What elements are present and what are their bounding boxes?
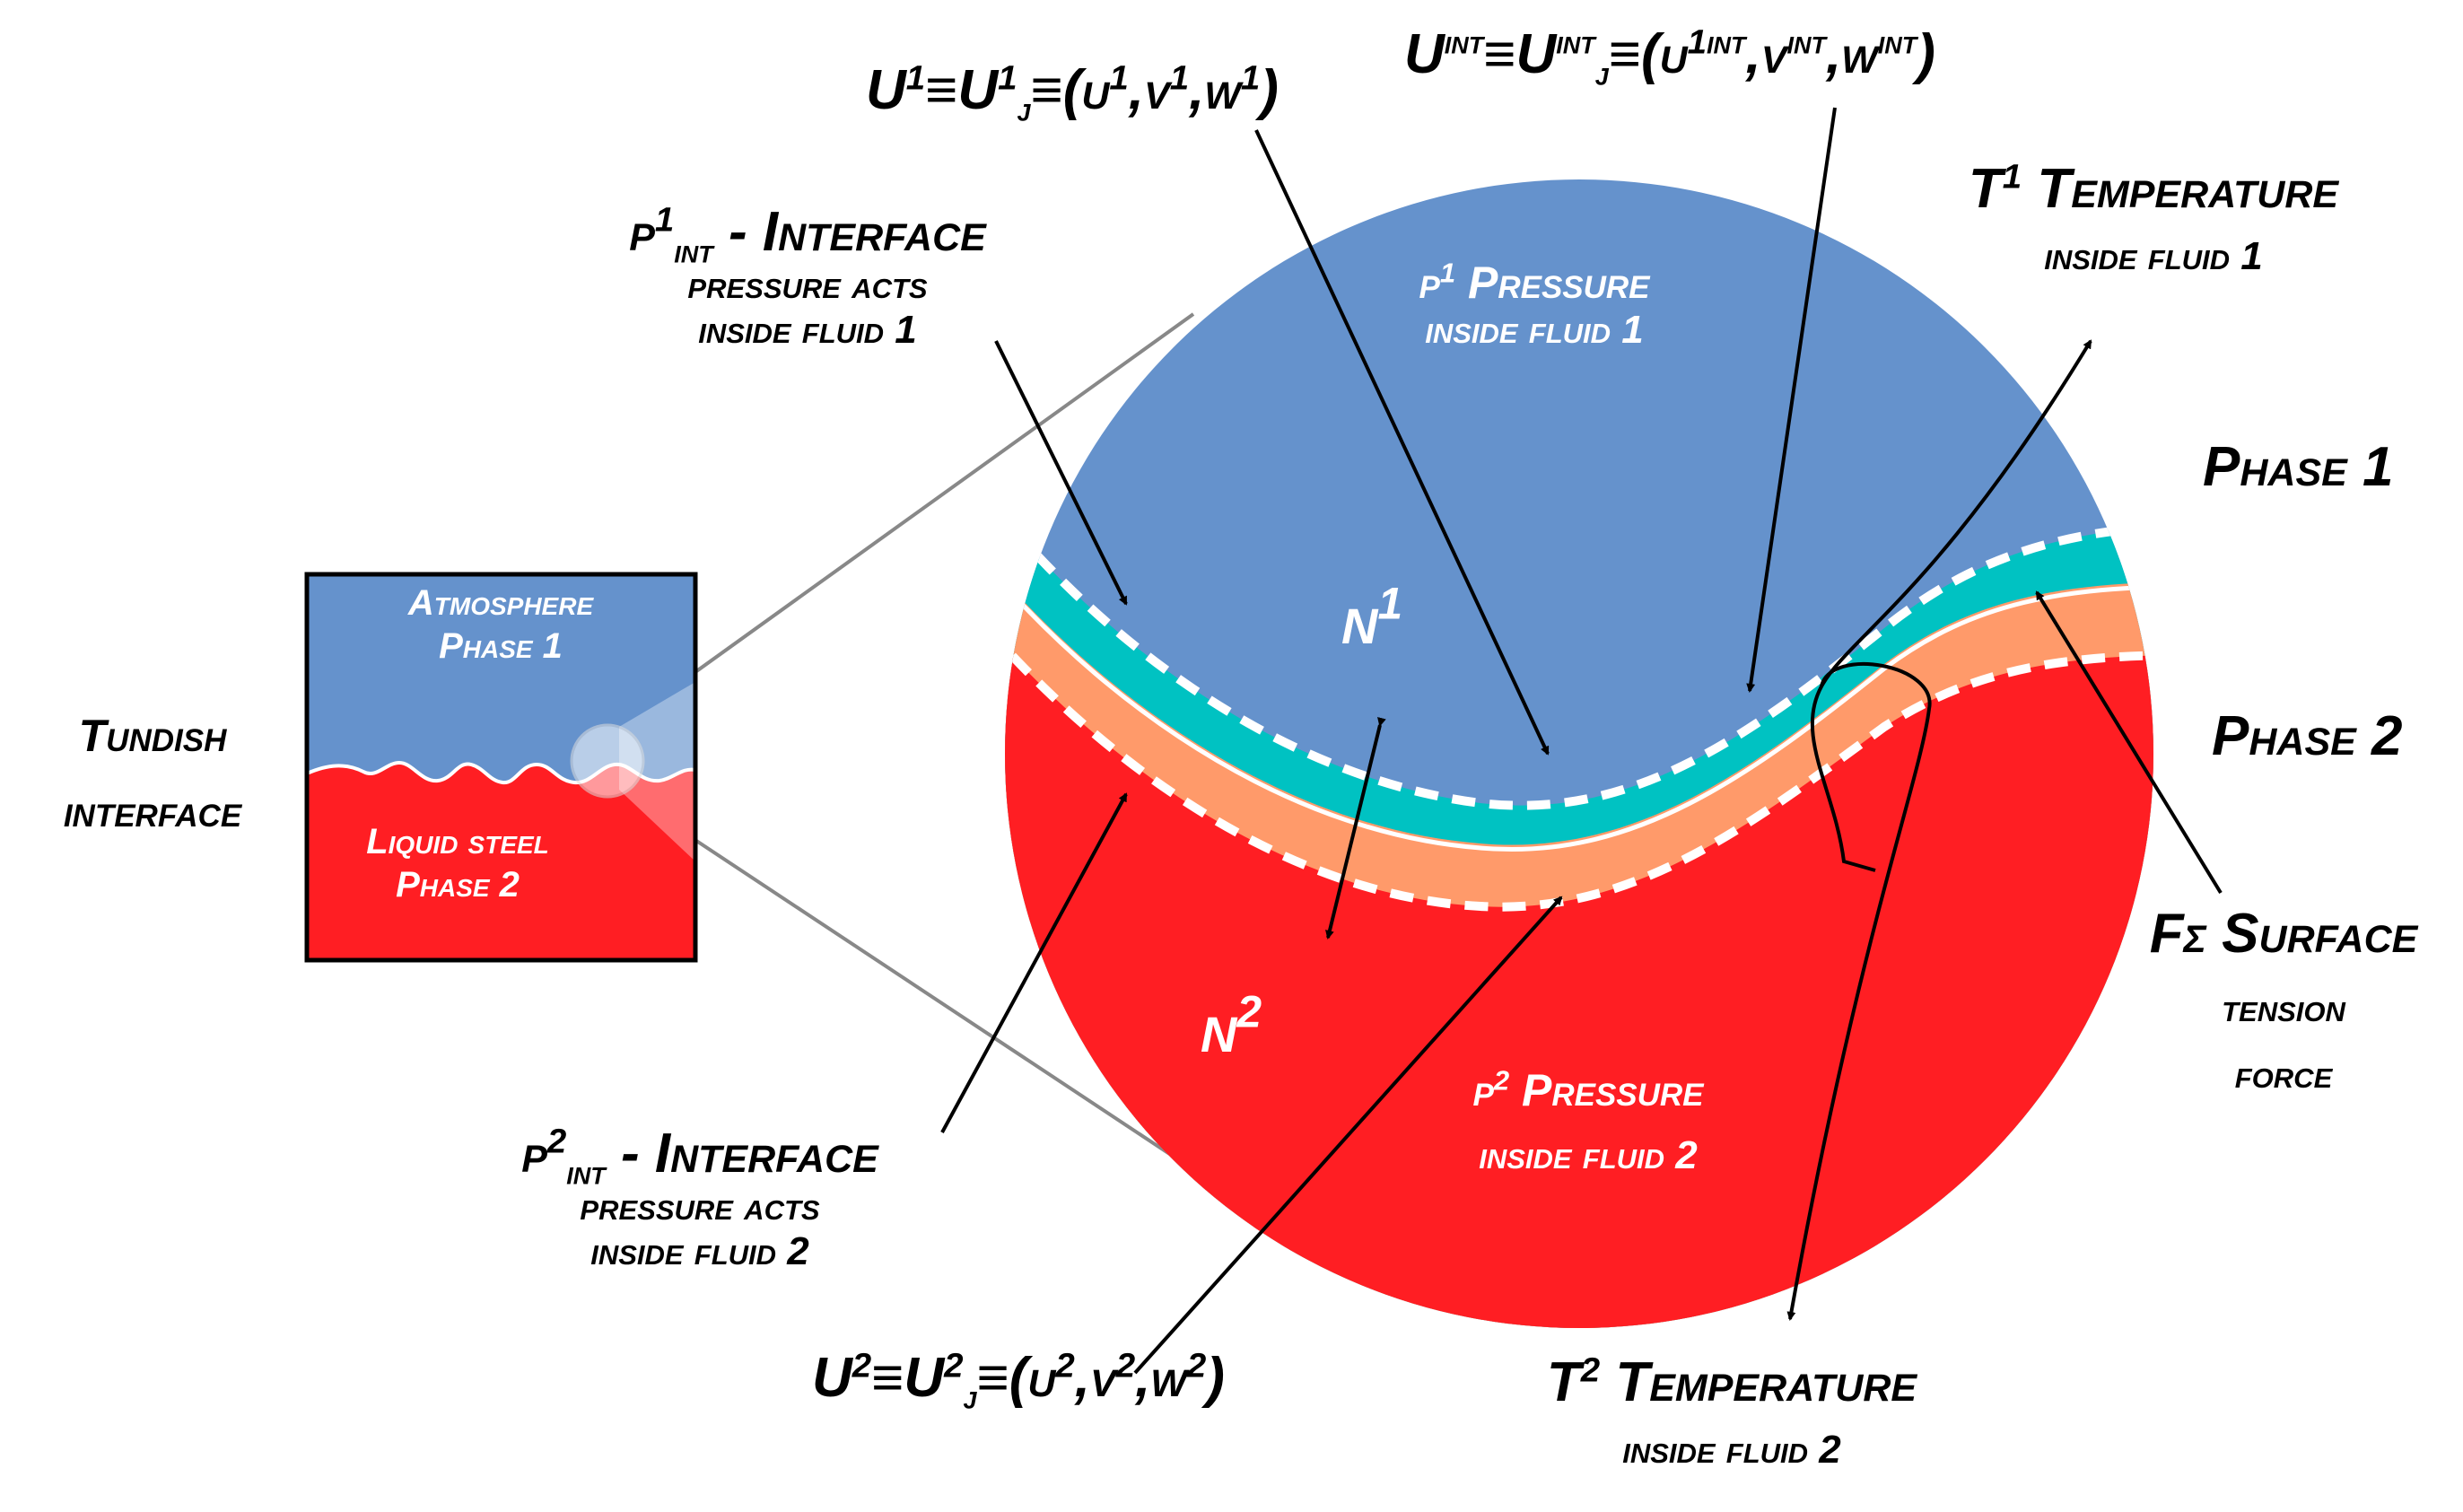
sharp-interface bbox=[1005, 564, 2153, 852]
inset-title: Tundish interface bbox=[18, 713, 287, 834]
p2-pressure-label: p2 Pressure inside fluid 2 bbox=[1472, 1064, 1704, 1177]
zoom-line-bottom bbox=[617, 788, 1231, 1195]
arrow-u1 bbox=[1254, 129, 1550, 756]
arrow-p2int bbox=[940, 792, 1128, 1133]
t2-label: T2 Temperature inside fluid 2 bbox=[1546, 1350, 1917, 1472]
phase1-label: Phase 1 bbox=[2203, 436, 2394, 498]
inset-top-line1: Atmosphere bbox=[407, 583, 594, 623]
u2-label: U2≡U2j≡(u2,v2,w2) bbox=[812, 1346, 1225, 1417]
inset-top-label: Atmosphere Phase 1 bbox=[330, 585, 671, 664]
p1int-label: p1int - Interface pressure acts inside f… bbox=[629, 200, 986, 352]
zoom-circle bbox=[1005, 179, 2153, 1328]
zoom-line-top bbox=[617, 312, 1195, 729]
arrow-thickness bbox=[1325, 717, 1386, 940]
u1-label: U1≡U1j≡(u1,v1,w1) bbox=[866, 58, 1279, 129]
arrow-t2 bbox=[1786, 661, 1932, 1321]
arrow-uint bbox=[1746, 107, 1837, 693]
n1-label: n1 bbox=[1341, 578, 1403, 659]
fsigma-label: Fσ Surface tension force bbox=[2149, 903, 2418, 1097]
arrow-p1int bbox=[994, 340, 1128, 606]
tundish-inset bbox=[304, 572, 698, 963]
zoom-marker bbox=[570, 723, 645, 799]
arrow-fsigma bbox=[2035, 590, 2223, 895]
p2int-label: p2int - Interface pressure acts inside f… bbox=[521, 1122, 878, 1273]
n2-label: n2 bbox=[1201, 986, 1262, 1067]
phase2-label: Phase 2 bbox=[2212, 705, 2403, 767]
inset-bottom-line2: Phase 2 bbox=[396, 865, 520, 905]
inset-top-line2: Phase 1 bbox=[439, 626, 563, 666]
t1-label: T1 Temperature inside fluid 1 bbox=[1968, 157, 2339, 278]
uint-label: Uint≡Uintj≡(u1int,vint,wint) bbox=[1404, 22, 1935, 93]
inset-frame bbox=[304, 572, 698, 963]
interface-boundary-2 bbox=[1005, 625, 2153, 912]
interface-boundary-1 bbox=[1005, 494, 2153, 810]
phase2-region bbox=[1005, 628, 2153, 1328]
arrow-u2 bbox=[1133, 896, 1563, 1375]
p1-pressure-label: p1 Pressure inside fluid 1 bbox=[1419, 257, 1650, 352]
inset-bottom-label: Liquid steel Phase 2 bbox=[287, 824, 628, 903]
inset-bottom-line1: Liquid steel bbox=[366, 822, 549, 861]
inset-title-line1: Tundish bbox=[78, 711, 227, 761]
inset-title-line2: interface bbox=[63, 786, 242, 836]
